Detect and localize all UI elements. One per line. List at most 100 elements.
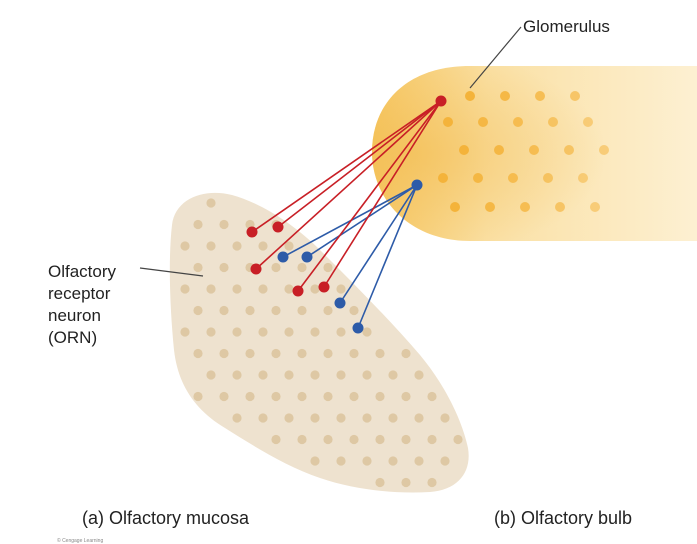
mucosa-dot [193,262,203,273]
orn-label-line-3: neuron [48,306,101,325]
bulb-dot [590,202,600,212]
bulb-dot [500,91,510,101]
mucosa-dot [414,413,424,423]
mucosa-dot [349,348,359,359]
mucosa-dot [206,370,216,380]
mucosa-dot [336,327,346,337]
mucosa-dot [271,391,281,402]
mucosa-dot [323,434,333,445]
mucosa-dot [336,456,346,466]
red-receptor-cell [292,285,304,297]
bulb-dot [513,117,523,127]
mucosa-dot [206,198,216,208]
mucosa-dot [245,391,255,402]
mucosa-dot [323,391,333,402]
mucosa-dot [258,413,268,423]
mucosa-dot [232,241,242,251]
mucosa-dot [310,456,320,466]
mucosa-dot [375,348,385,359]
mucosa-dot [258,241,268,251]
red-glomerulus-terminal [435,95,447,107]
mucosa-dot [323,348,333,359]
mucosa-dot [271,262,281,273]
red-axon [323,100,442,288]
bulb-dot [485,202,495,212]
mucosa-dot [401,434,411,445]
mucosa-dot [193,391,203,402]
mucosa-dot [336,413,346,423]
mucosa-dot [193,305,203,316]
receptor-cells [246,95,447,334]
mucosa-dot [232,370,242,380]
mucosa-dot [284,370,294,380]
orn-label-line-4: (ORN) [48,328,98,347]
mucosa-dot [323,262,333,273]
mucosa-dot [297,262,307,273]
olfactory-bulb [372,66,697,241]
red-axon [277,100,442,228]
mucosa-dot [219,391,229,402]
blue-axon [306,184,418,258]
bulb-dot [473,173,483,183]
bulb-dot [520,202,530,212]
mucosa-dot [284,284,294,294]
receptor-axons [251,100,442,329]
bulb-dot [548,117,558,127]
mucosa-dot [349,434,359,445]
mucosa-dot [271,434,281,445]
red-axon [297,100,442,292]
mucosa-dot [388,413,398,423]
mucosa-dot [349,391,359,402]
bulb-dot [478,117,488,127]
mucosa-dots [180,198,463,488]
mucosa-dot [284,241,294,251]
mucosa-dot [375,391,385,402]
mucosa-dot [206,327,216,337]
bulb-dot [443,117,453,127]
mucosa-dot [245,305,255,316]
olfactory-mucosa [169,192,469,493]
mucosa-dot [388,456,398,466]
mucosa-dot [310,284,320,294]
bulb-dot [564,145,574,155]
mucosa-dot [401,391,411,402]
mucosa-dot [271,348,281,359]
mucosa-dot [284,327,294,337]
mucosa-dot [206,284,216,294]
mucosa-dot [297,348,307,359]
glomerulus-leader-line [469,26,522,89]
mucosa-dot [310,327,320,337]
bulb-dot [508,173,518,183]
mucosa-dot [440,413,450,423]
blue-axon [339,184,418,304]
mucosa-dot [271,305,281,316]
bulb-dot [529,145,539,155]
mucosa-dot [310,370,320,380]
mucosa-dot [362,327,372,337]
red-receptor-cell [246,226,258,238]
mucosa-dot [297,434,307,445]
mucosa-dot [427,434,437,445]
glomerulus-label: Glomerulus [523,17,610,36]
bulb-dot [450,202,460,212]
mucosa-dot [180,284,190,294]
mucosa-dot [232,284,242,294]
blue-receptor-cell [301,251,313,263]
caption-olfactory-mucosa: (a) Olfactory mucosa [82,508,250,528]
blue-glomerulus-terminal [411,179,423,191]
bulb-dot [459,145,469,155]
mucosa-dot [336,370,346,380]
mucosa-dot [180,241,190,251]
mucosa-dot [258,327,268,337]
bulb-dot [494,145,504,155]
mucosa-dot [323,305,333,316]
bulb-dot [583,117,593,127]
mucosa-dot [297,391,307,402]
bulb-dot [599,145,609,155]
mucosa-dot [440,456,450,466]
red-receptor-cell [250,263,262,275]
copyright-credit: © Cengage Learning [57,538,104,544]
blue-receptor-cell [277,251,289,263]
mucosa-dot [414,370,424,380]
orn-label: Olfactory receptor neuron (ORN) [48,261,116,349]
